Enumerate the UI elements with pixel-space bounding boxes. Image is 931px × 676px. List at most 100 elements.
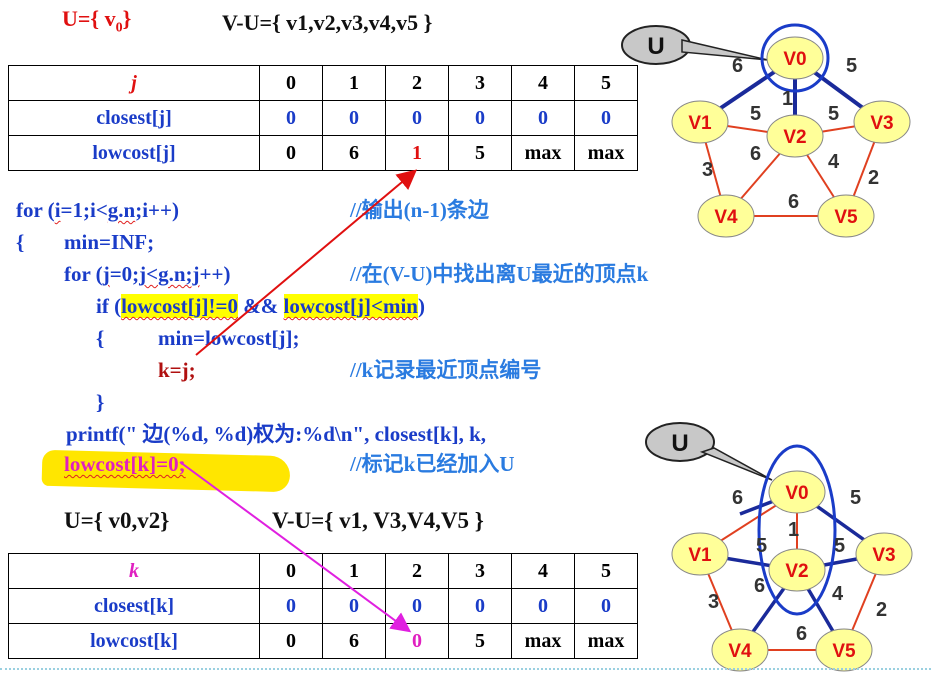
node-v5 <box>817 194 875 238</box>
edge-weight: 4 <box>832 583 844 605</box>
lowcost-label: lowcost[k] <box>90 629 178 652</box>
table-cell: 0 <box>259 588 323 624</box>
comment-6: //k记录最近顶点编号 <box>350 358 542 382</box>
table-header-cell: 0 <box>259 65 323 101</box>
table-header-cell: 1 <box>322 553 386 589</box>
node-label: V0 <box>785 483 808 504</box>
node-label: V5 <box>834 207 858 228</box>
u-ellipse <box>757 444 837 616</box>
if-close: ) <box>417 294 425 318</box>
table-cell: 0 <box>448 588 512 624</box>
lowcost-reset: lowcost[k]=0; <box>64 452 186 476</box>
code-line-1: for (i=1;i<g.n;i++) <box>16 194 179 226</box>
callout-tail <box>681 39 769 61</box>
edge-weight: 6 <box>732 55 743 77</box>
code-line-4: if (lowcost[j]!=0 && lowcost[j]<min) <box>96 290 425 322</box>
table-cell: max <box>574 135 638 171</box>
code-line-9: lowcost[k]=0; <box>64 448 186 480</box>
lowcost-table-1: j 0 1 2 3 4 5 closest[j] 0 0 0 0 0 0 low… <box>8 65 638 171</box>
node-v2 <box>768 548 826 592</box>
edge-weight: 2 <box>868 167 879 189</box>
code-line-2: { <box>16 226 24 258</box>
edge-weight: 5 <box>846 55 857 77</box>
edge-weight: 6 <box>754 575 765 597</box>
closest-label: closest[j] <box>96 106 172 129</box>
edge-weight: 5 <box>828 103 839 125</box>
node-label: V2 <box>785 561 808 582</box>
table-header-cell: 3 <box>448 65 512 101</box>
table-header-cell: j <box>8 65 260 101</box>
table-cell: 6 <box>322 135 386 171</box>
table-cell: 0 <box>448 100 512 136</box>
table-header-cell: 2 <box>385 553 449 589</box>
table-header-cell: 2 <box>385 65 449 101</box>
edge-weight: 5 <box>756 535 767 557</box>
node-v4 <box>697 194 755 238</box>
table-cell: 0 <box>322 588 386 624</box>
node-v0 <box>768 470 826 514</box>
node-label: V3 <box>870 113 893 134</box>
node-v2 <box>766 114 824 158</box>
footer-divider <box>0 668 931 670</box>
callout-tail <box>699 447 773 481</box>
table-cell: max <box>574 623 638 659</box>
table-header-cell: 5 <box>574 553 638 589</box>
highlight-cond-1: lowcost[j]!=0 <box>121 294 239 318</box>
table-header-cell: 0 <box>259 553 323 589</box>
open-brace: { <box>16 230 25 254</box>
row-label-closest: closest[j] <box>8 100 260 136</box>
table-cell: 0 <box>511 588 575 624</box>
min-assign: min=lowcost[j]; <box>158 326 300 350</box>
edge-weight: 1 <box>788 519 799 541</box>
table-cell: 0 <box>259 135 323 171</box>
table-cell: 0 <box>259 623 323 659</box>
table-cell: 5 <box>448 623 512 659</box>
table-header-cell: 5 <box>574 65 638 101</box>
u-set-close: } <box>122 6 132 31</box>
table-header-cell: 3 <box>448 553 512 589</box>
edge-weight: 5 <box>834 535 845 557</box>
table-cell: 0 <box>385 100 449 136</box>
node-v4 <box>711 628 769 672</box>
node-v0 <box>766 36 824 80</box>
edge-weight: 3 <box>702 159 713 181</box>
u-set-text: U={ v <box>62 6 116 31</box>
table-row: lowcost[j] 0 6 1 5 max max <box>8 135 638 171</box>
table-row: lowcost[k] 0 6 0 5 max max <box>8 623 638 659</box>
node-label: V4 <box>728 641 752 662</box>
node-v1 <box>671 100 729 144</box>
and-operator: && <box>238 294 284 318</box>
node-label: V0 <box>783 49 806 70</box>
node-v3 <box>855 532 913 576</box>
edge-weight: 2 <box>876 599 887 621</box>
graph-1: U V0 V1 V2 V3 V4 V5 6 5 1 5 5 6 4 3 2 6 <box>621 23 911 238</box>
u-circle <box>760 23 830 93</box>
code-line-5a: { <box>96 326 105 350</box>
table-header-cell: k <box>8 553 260 589</box>
table-cell: 0 <box>385 588 449 624</box>
row-label-closest: closest[k] <box>8 588 260 624</box>
table-row: closest[j] 0 0 0 0 0 0 <box>8 100 638 136</box>
node-label: V3 <box>872 545 895 566</box>
node-label: V5 <box>832 641 856 662</box>
closest-label: closest[k] <box>94 594 174 617</box>
callout-text: U <box>647 33 664 60</box>
code-line-5b: min=lowcost[j]; <box>158 322 299 354</box>
node-v5 <box>815 628 873 672</box>
table-header-row: j 0 1 2 3 4 5 <box>8 65 638 101</box>
edge-weight: 1 <box>782 88 793 110</box>
code-line-2b: min=INF; <box>64 230 155 254</box>
code-for-inner: for (j=0;j<g.n;j++) <box>64 262 231 286</box>
node-v3 <box>853 100 911 144</box>
comment-1: //输出(n-1)条边 <box>350 198 489 222</box>
graph-2: U V0 V1 V2 V3 V4 V5 6 5 1 5 5 6 4 3 2 6 <box>645 422 913 672</box>
edge-weight: 5 <box>850 487 861 509</box>
callout-text: U <box>671 430 688 457</box>
table-cell: 0 <box>574 588 638 624</box>
lowcost-label: lowcost[j] <box>92 141 176 164</box>
table-cell: 0 <box>322 100 386 136</box>
vu-set-label: V-U={ v1,v2,v3,v4,v5 } <box>222 10 433 35</box>
node-label: V1 <box>688 545 712 566</box>
code-line-8: printf(" 边(%d, %d)权为:%d\n", closest[k], … <box>66 418 486 450</box>
highlight-cond-2: lowcost[j]<min <box>283 294 418 318</box>
